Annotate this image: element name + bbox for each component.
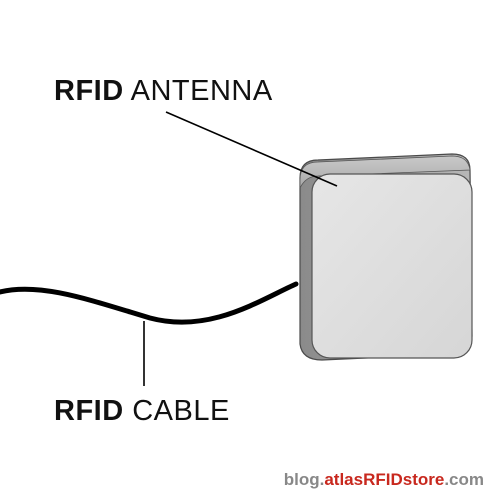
antenna-top-edge	[299, 155, 471, 189]
antenna-face	[311, 173, 473, 359]
cable-label-rest: CABLE	[132, 395, 230, 427]
credit-suffix: .com	[444, 470, 484, 489]
antenna-label-rest: ANTENNA	[130, 75, 273, 107]
antenna-leader-line	[165, 111, 338, 187]
source-credit: blog.atlasRFIDstore.com	[284, 470, 484, 490]
antenna-label-strong: RFID	[54, 75, 124, 107]
cable-label: RFID CABLE	[54, 395, 230, 428]
rfid-cable	[0, 281, 299, 325]
credit-brand: atlasRFIDstore	[324, 470, 445, 489]
antenna-label: RFID ANTENNA	[54, 75, 273, 108]
credit-prefix: blog.	[283, 470, 325, 489]
cable-label-strong: RFID	[54, 395, 124, 427]
